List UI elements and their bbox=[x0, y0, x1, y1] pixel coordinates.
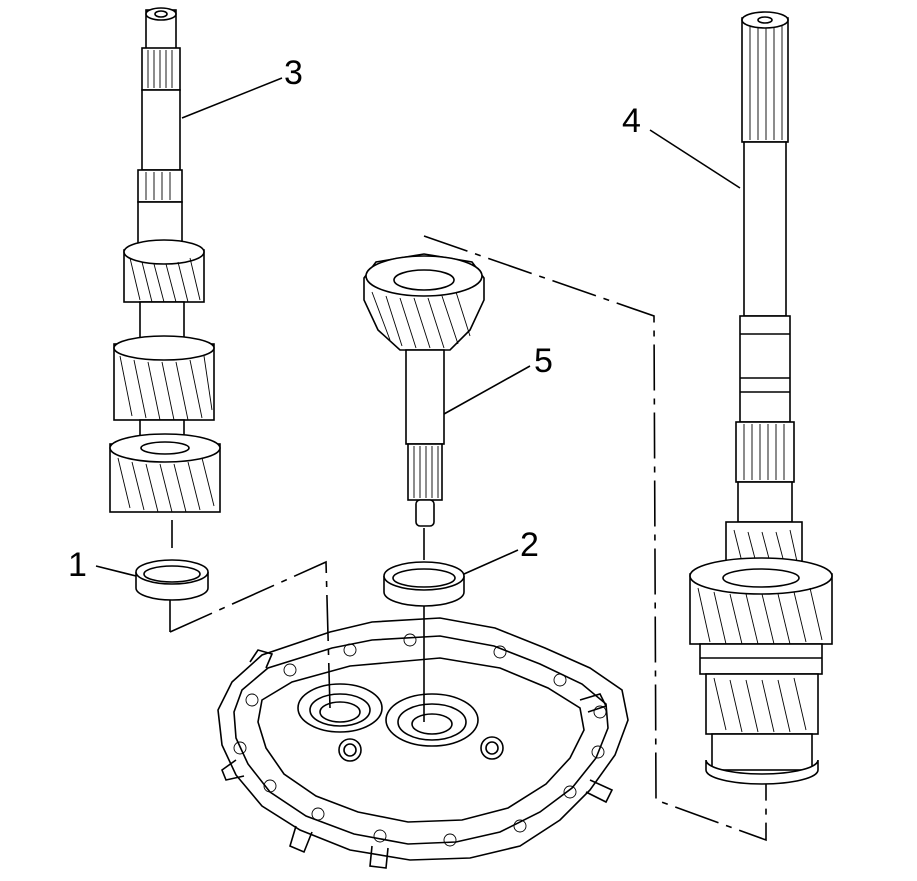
bearing-race-left bbox=[95, 559, 209, 601]
callout-2: 2 bbox=[520, 526, 539, 564]
alignment-lines bbox=[169, 235, 767, 842]
bearing-race-center bbox=[383, 549, 519, 607]
countershaft-assembly bbox=[109, 7, 283, 513]
input-shaft-gear bbox=[363, 253, 531, 527]
callout-5: 5 bbox=[534, 342, 553, 380]
callout-1: 1 bbox=[68, 546, 87, 584]
callout-4: 4 bbox=[622, 102, 641, 140]
callout-3: 3 bbox=[284, 54, 303, 92]
case-adapter-plate bbox=[217, 617, 629, 869]
mainshaft-assembly bbox=[649, 11, 833, 785]
